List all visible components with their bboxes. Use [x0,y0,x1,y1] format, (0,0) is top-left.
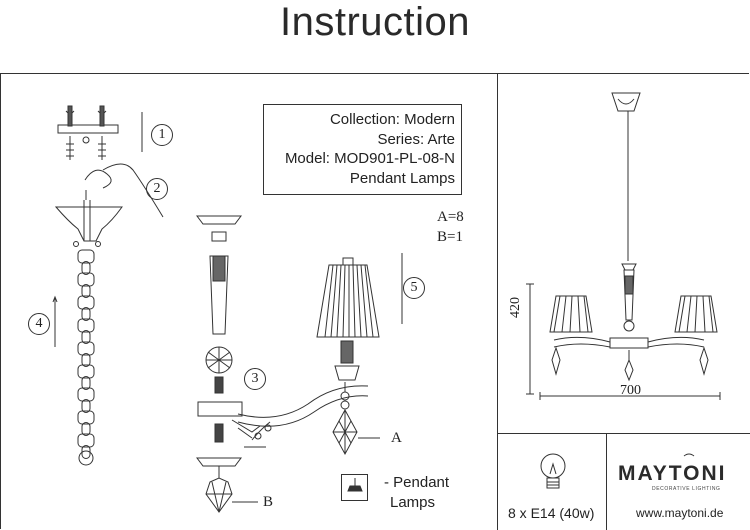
chain-link [77,295,95,310]
step-marker-2: 2 [146,178,168,200]
chain-link [77,341,95,356]
chain [77,249,95,466]
chain-link [77,318,95,333]
brand-mark [683,453,695,457]
crystal-a [332,382,380,456]
brand-logo: MAYTONI [618,462,727,485]
legend-box [341,474,368,501]
canopy-hook [84,163,164,218]
chain-link [81,399,91,413]
step-marker-5: 5 [403,277,425,299]
mounting-bracket [57,105,119,160]
overview-chandelier [549,92,718,382]
part-a-qty: A=8 [437,209,464,225]
central-column [196,215,243,513]
lamp-arm [231,385,369,441]
parts-quantity: A=8 B=1 [437,207,464,247]
legend-text: - Pendant Lamps [384,473,449,513]
model-text: Model: MOD901-PL-08-N [284,150,455,167]
part-b-qty: B=1 [437,229,463,245]
part-b-label: B [263,494,274,510]
width-dimension-line [539,392,721,400]
chain-link [81,307,91,321]
footer-divider-vertical [606,433,607,530]
step-marker-1: 1 [151,124,173,146]
width-dimension: 700 [620,383,641,398]
chain-link [77,249,95,264]
collection-text: Collection: Modern [329,111,455,128]
canopy-cup [54,200,123,247]
series-text: Series: Arte [377,130,455,148]
chain-link [77,410,95,425]
chain-link [77,433,95,448]
footer-divider [497,433,750,434]
chain-link [81,330,91,344]
height-dimension: 420 [508,297,523,318]
product-info-box: Collection: Modern Series: Arte Model: M… [263,104,462,195]
legend-line-2: Lamps [390,494,436,511]
chain-link [77,387,95,402]
panel-divider [497,73,498,530]
chain-link [81,422,91,436]
bulb-icon [540,453,566,489]
brand-tagline: DECORATIVE LIGHTING [652,486,721,492]
page-title: Instruction [279,0,471,44]
legend-line-1: - Pendant [384,474,450,491]
legend-lamp-icon [347,478,363,492]
chain-link [81,261,91,275]
step-marker-4: 4 [28,313,50,335]
chain-link [81,376,91,390]
chain-end-ring [78,450,94,466]
bulb-spec: 8 x E14 (40w) [508,505,595,521]
chain-link [77,364,95,379]
type-text: Pendant Lamps [349,169,455,187]
chain-link [81,353,91,367]
step4-arrow [52,295,58,347]
step-marker-3: 3 [244,368,266,390]
part-a-label: A [391,430,402,446]
chain-link [81,284,91,298]
lamp-shade [316,257,380,381]
chain-link [77,272,95,287]
height-dimension-line [526,283,534,395]
brand-website: www.maytoni.de [636,506,724,520]
instruction-frame [0,73,749,529]
